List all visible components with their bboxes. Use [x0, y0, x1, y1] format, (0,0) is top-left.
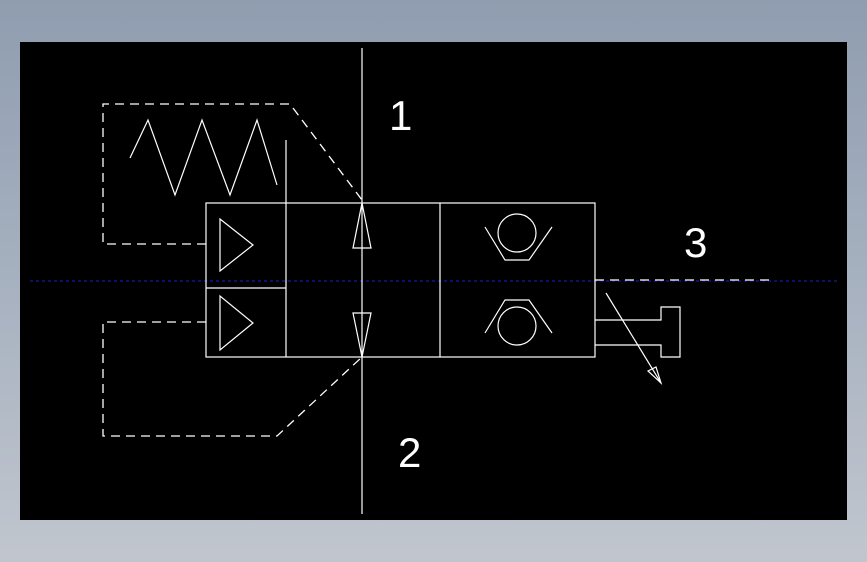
port-label-3: 3	[684, 219, 707, 266]
pilot-triangle-icon	[219, 217, 254, 352]
pilot-line-lower	[102, 321, 363, 437]
variable-adjust-icon	[595, 292, 681, 385]
port-label-1: 1	[389, 92, 412, 139]
pilot-line-upper	[102, 103, 363, 245]
flow-arrow-icon	[352, 202, 372, 358]
spring-icon	[129, 118, 278, 197]
port-label-2: 2	[398, 429, 421, 476]
valve-body	[205, 202, 596, 358]
check-valve-icon	[484, 213, 553, 346]
